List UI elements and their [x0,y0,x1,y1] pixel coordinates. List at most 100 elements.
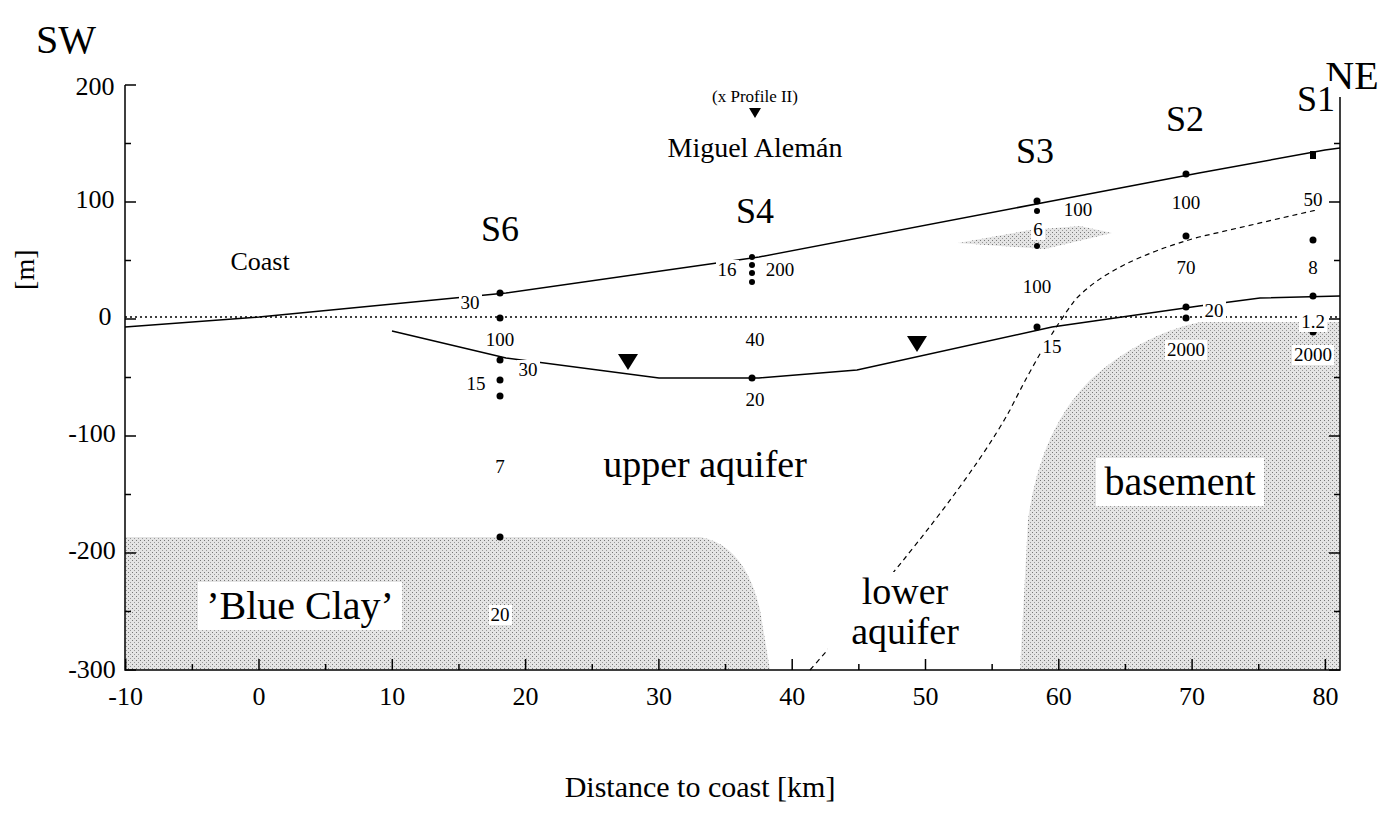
axis-tick [1191,659,1193,670]
axis-tick [1329,435,1340,437]
axis-value: 0 [251,683,268,710]
clay-region [125,537,770,670]
axis-tick [325,664,327,670]
resistivity-value: 2000 [1292,345,1334,365]
station-label: S4 [734,193,776,231]
axis-tick [1329,201,1340,203]
resistivity-value: 30 [517,360,540,380]
axis-tick [125,669,136,671]
axis-tick [1329,318,1340,320]
axis-tick [1125,664,1127,670]
aquifer-boundary [810,208,1325,670]
station-label: S6 [479,211,521,249]
axis-tick [991,664,993,670]
axis-tick [858,664,860,670]
place-label: (x Profile II) [710,88,800,106]
axis-value: 0 [97,303,114,330]
axis-tick [458,664,460,670]
direction-label: SW [34,19,98,61]
axis-tick [592,664,594,670]
axis-value: 30 [644,683,674,710]
place-label: Coast [228,248,291,275]
axis-value: -100 [66,420,118,447]
axis-value: -200 [66,537,118,564]
unit-label: lower aquifer [828,572,982,652]
resistivity-value: 100 [1021,277,1054,297]
resistivity-value: 1.2 [1299,312,1327,332]
resistivity-value: 40 [744,330,767,350]
axis-value: 100 [74,186,117,213]
region-name: basement [1104,459,1255,504]
axis-tick [125,84,136,86]
axis-tick [125,318,136,320]
axes [125,85,1340,670]
axis-value: 60 [1044,683,1074,710]
axis-tick [658,659,660,670]
axis-tick [125,201,136,203]
axis-tick [1334,611,1340,613]
axis-tick [125,659,127,670]
axis-tick [1325,659,1327,670]
region-label-box: ’Blue Clay’ [198,582,402,630]
place-label: Miguel Alemán [666,133,845,162]
water-marker [907,336,927,352]
resistivity-value: 20 [1203,301,1226,321]
station-label: S3 [1014,133,1056,171]
axis-value: -10 [106,683,145,710]
axis-tick [725,664,727,670]
axis-tick [1329,552,1340,554]
resistivity-value: 100 [1170,193,1203,213]
axis-tick [125,435,136,437]
resistivity-value: 16 [716,260,739,280]
axis-value: 50 [911,683,941,710]
region-label-box: basement [1096,458,1263,506]
axis-tick [125,143,131,145]
axis-tick [1058,659,1060,670]
axis-value: 200 [74,73,117,100]
resistivity-value: 20 [489,605,512,625]
axis-tick [192,664,194,670]
axis-value: -300 [66,656,118,683]
axis-title: [m] [9,248,38,292]
profile-marker [749,108,761,118]
resistivity-value: 2000 [1165,340,1207,360]
axis-value: 40 [777,683,807,710]
axis-tick [392,659,394,670]
axis-tick [1258,664,1260,670]
axis-value: 10 [377,683,407,710]
axis-tick [525,659,527,670]
axis-tick [125,260,131,262]
unit-label: upper aquifer [601,445,809,485]
axis-value: 80 [1310,683,1340,710]
resistivity-value: 200 [764,260,797,280]
station-label: S2 [1164,101,1206,139]
ground-surface [125,148,1340,327]
axis-tick [925,659,927,670]
axis-value: 20 [511,683,541,710]
resistivity-value: 70 [1175,258,1198,278]
resistivity-value: 30 [459,293,482,313]
axis-tick [125,552,136,554]
axis-tick [1334,494,1340,496]
station-label: S1 [1295,81,1337,119]
axis-tick [791,659,793,670]
resistivity-value: 20 [744,390,767,410]
axis-title: Distance to coast [km] [563,771,838,803]
sea-level [125,316,1340,318]
axis-tick [1334,377,1340,379]
sounding-points [497,151,1317,541]
axis-value: 70 [1177,683,1207,710]
axis-tick [258,659,260,670]
resistivity-value: 15 [465,374,488,394]
axis-tick [125,494,131,496]
resistivity-value: 15 [1041,337,1064,357]
water-marker [618,354,638,370]
resistivity-value: 50 [1302,190,1325,210]
resistivity-value: 6 [1031,220,1045,240]
axis-tick [1334,260,1340,262]
axis-tick [125,611,131,613]
axis-tick [125,377,131,379]
region-name: ’Blue Clay’ [206,583,394,628]
resistivity-value: 100 [484,330,517,350]
